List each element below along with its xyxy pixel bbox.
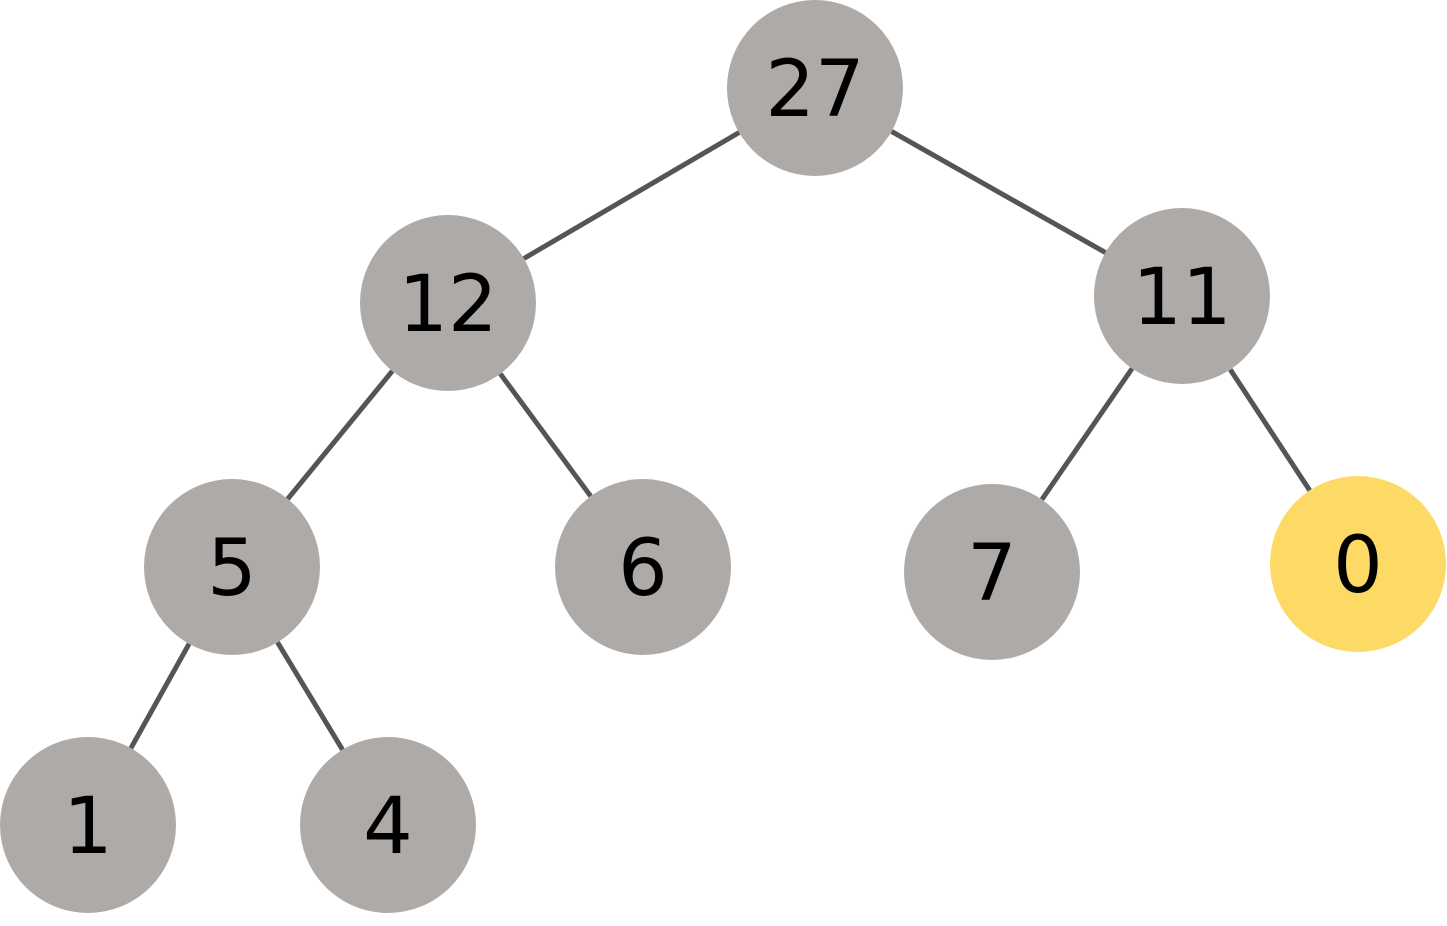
node-label: 0 <box>1333 521 1383 611</box>
node-circle <box>360 215 536 391</box>
node-label: 1 <box>63 782 113 872</box>
highlighted-node-circle <box>1270 476 1446 652</box>
node-circle <box>904 484 1080 660</box>
node-circle <box>1094 208 1270 384</box>
node-circle <box>300 737 476 913</box>
node-circle <box>727 0 903 176</box>
node-label: 11 <box>1132 253 1231 343</box>
edge-n27-n12 <box>522 130 741 261</box>
node-label: 12 <box>398 260 497 350</box>
node-label: 27 <box>765 45 864 135</box>
edge-n27-n11 <box>890 129 1107 255</box>
edge-n12-n5 <box>285 369 395 501</box>
node-label: 5 <box>207 524 257 614</box>
edge-n12-n6 <box>498 372 593 498</box>
node-circle <box>0 737 176 913</box>
edges-layer <box>128 129 1312 751</box>
node-label: 7 <box>967 529 1017 619</box>
edge-n5-n4 <box>275 641 345 751</box>
tree-node-7: 7 <box>904 484 1080 660</box>
node-circle <box>144 479 320 655</box>
edge-n11-n7 <box>1039 367 1135 501</box>
edge-n5-n1 <box>128 642 192 750</box>
tree-node-11: 11 <box>1094 208 1270 384</box>
tree-node-1: 1 <box>0 737 176 913</box>
tree-node-6: 6 <box>555 479 731 655</box>
node-label: 6 <box>618 524 668 614</box>
edge-n11-n0 <box>1228 368 1312 492</box>
tree-node-5: 5 <box>144 479 320 655</box>
node-label: 4 <box>363 782 413 872</box>
tree-node-0: 0 <box>1270 476 1446 652</box>
node-circle <box>555 479 731 655</box>
tree-node-12: 12 <box>360 215 536 391</box>
tree-node-4: 4 <box>300 737 476 913</box>
tree-node-27: 27 <box>727 0 903 176</box>
